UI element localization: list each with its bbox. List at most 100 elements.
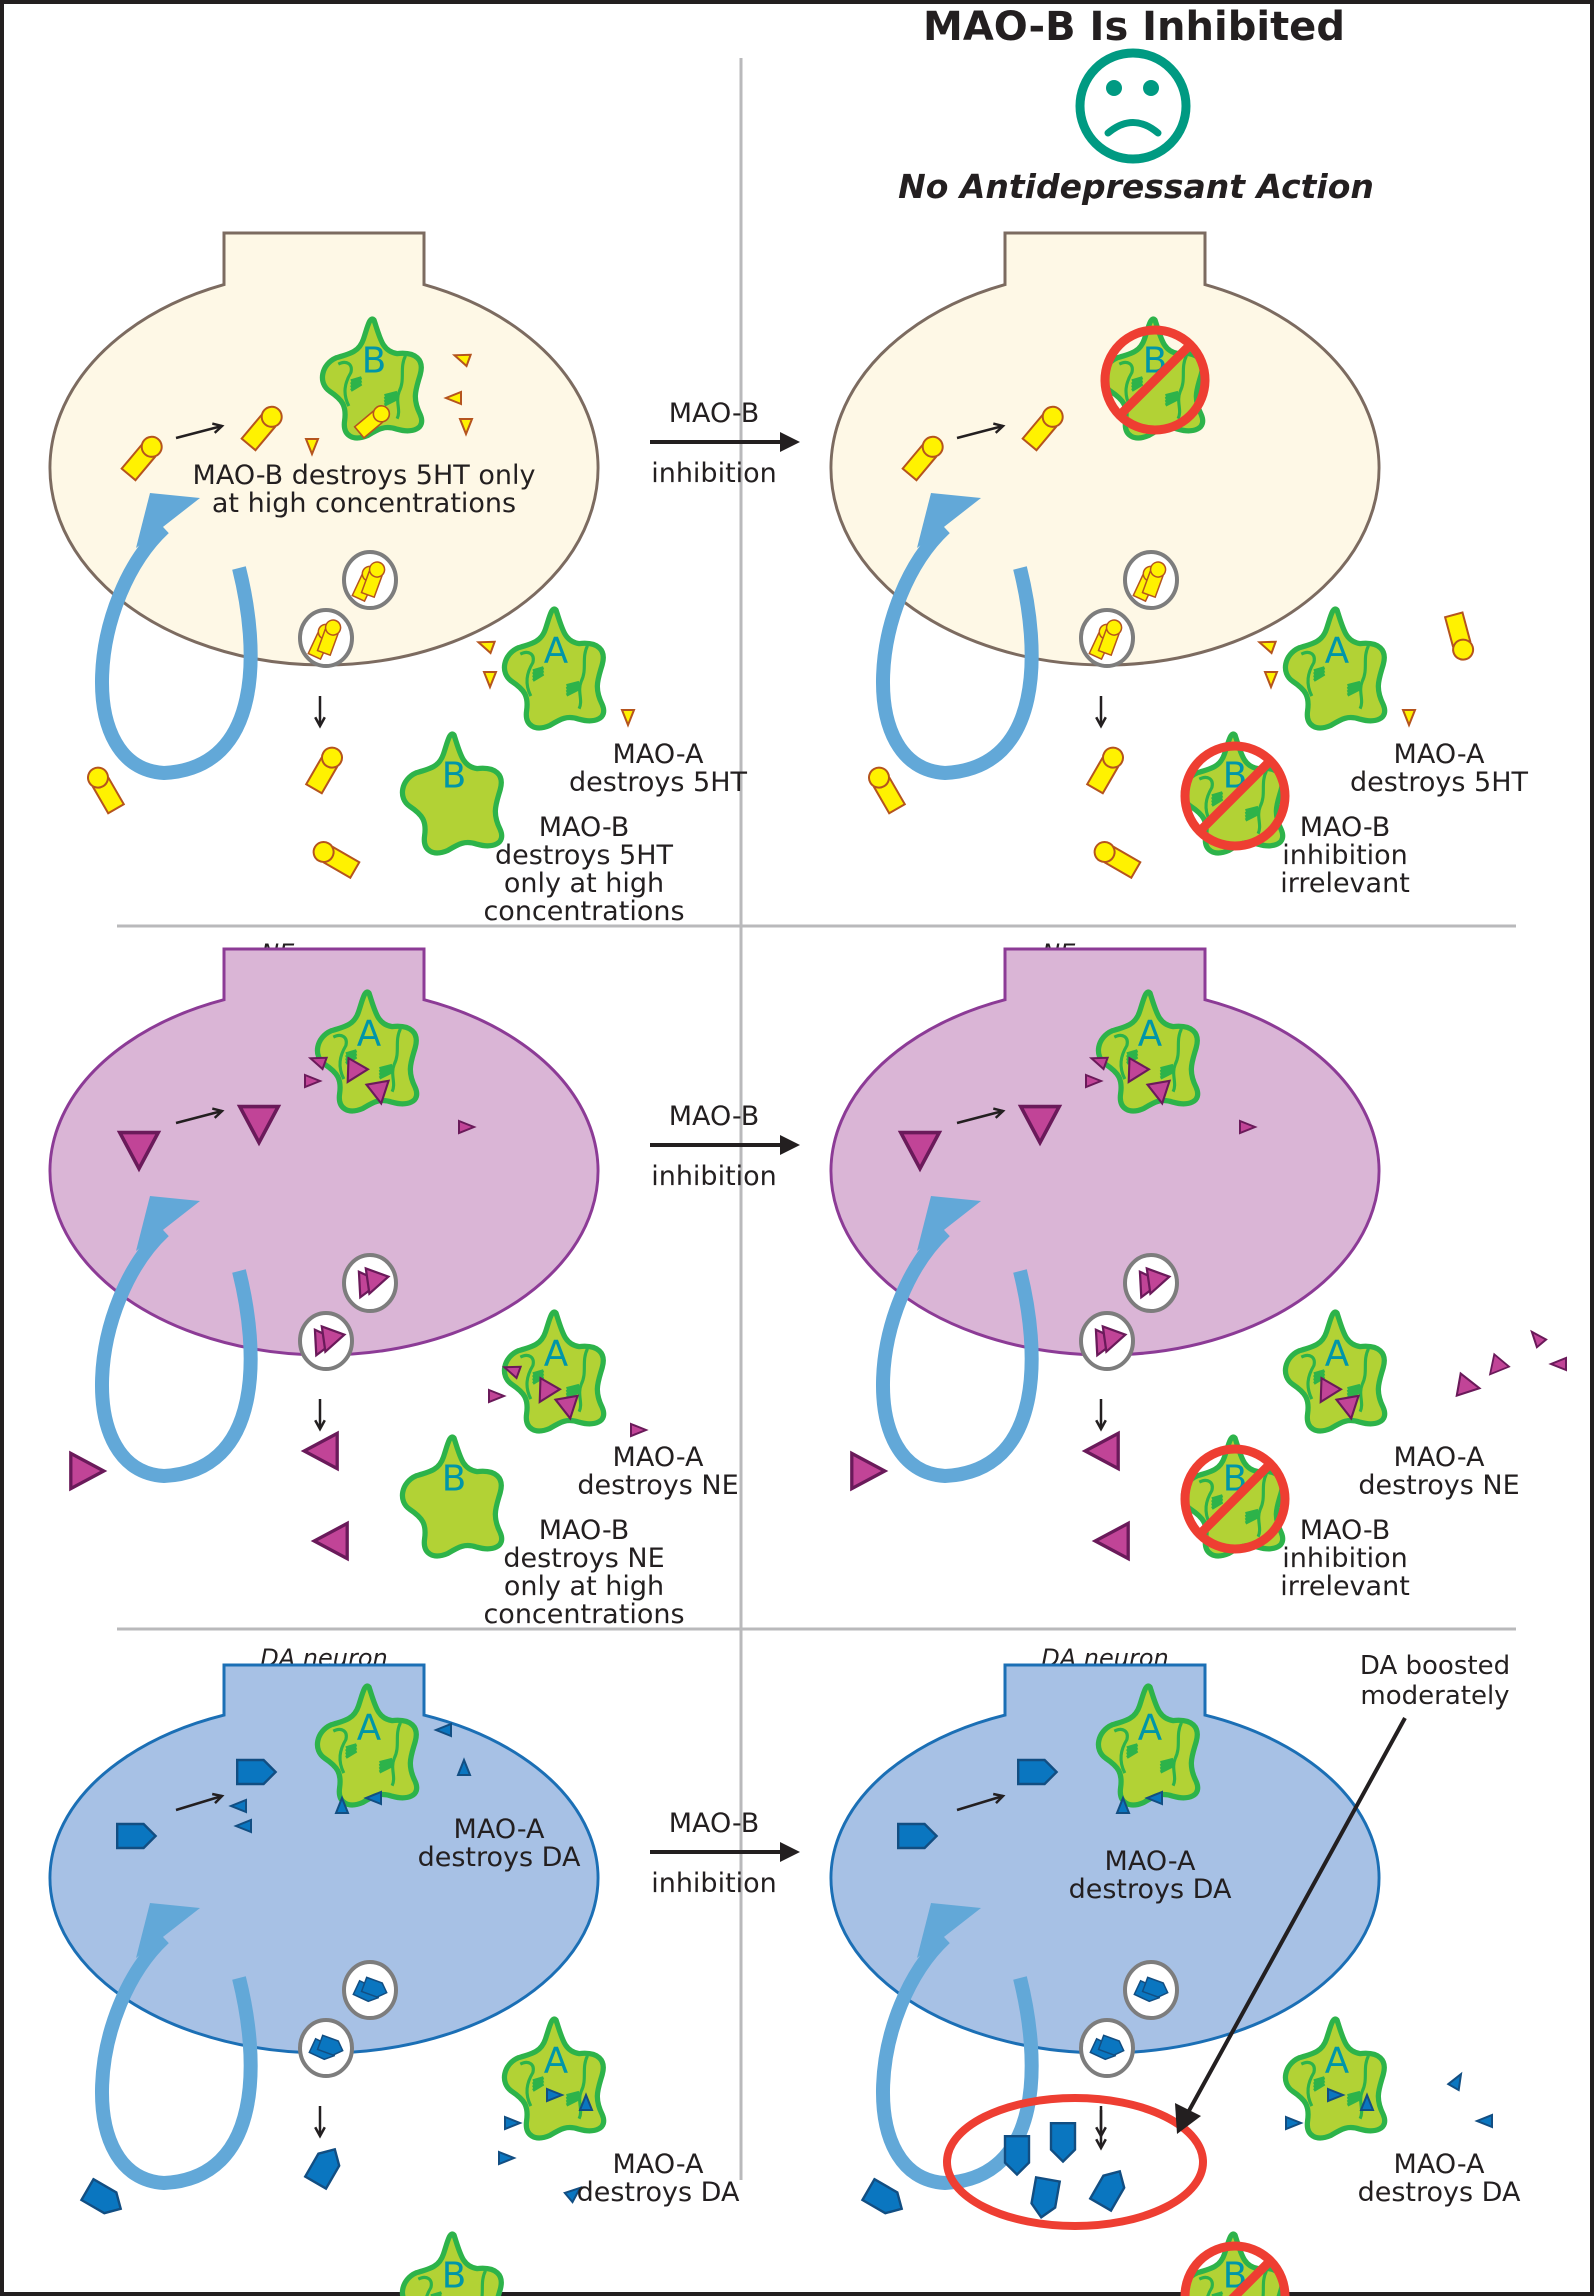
enzyme-letter: A	[1325, 1334, 1350, 1375]
transition-label-1: MAO-B	[669, 398, 760, 429]
ne-fragment	[630, 1422, 649, 1438]
ne-molecule	[300, 1430, 339, 1472]
da-molecule	[1088, 2169, 1126, 2213]
mao-a-enzyme: A	[1282, 606, 1388, 731]
da-molecule	[79, 2177, 123, 2215]
ne-fragment	[501, 1365, 523, 1380]
flow-arrow	[314, 1399, 326, 1432]
5ht-molecule	[868, 766, 907, 815]
ne-molecule	[310, 1520, 349, 1562]
enzyme-letter: A	[1138, 1708, 1163, 1749]
da-boost-group	[943, 2094, 1207, 2230]
ne-molecule	[897, 1130, 943, 1173]
da-fragment	[1144, 1790, 1163, 1806]
mao-a-enzyme: A	[501, 606, 607, 731]
reuptake-arrow-icon	[876, 1903, 1039, 2191]
da-fragment	[504, 2115, 523, 2131]
da-boost-highlight	[943, 2094, 1207, 2230]
page-title: MAO-B Is Inhibited	[923, 4, 1345, 50]
flow-arrow	[1095, 696, 1107, 729]
da-molecule	[360, 1976, 388, 1998]
ne-fragment	[1085, 1073, 1104, 1089]
vesicle	[342, 1960, 398, 2020]
da-fragment	[433, 1722, 452, 1738]
transition-label-2: inhibition	[651, 458, 777, 489]
5ht-molecule	[316, 619, 342, 657]
mao-b-label-line: MAO-B	[1300, 812, 1391, 843]
da-fragment	[578, 2092, 594, 2111]
mao-a-label-line: destroys 5HT	[569, 767, 748, 798]
mao-a-label-line: destroys NE	[1358, 1470, 1519, 1501]
transition-label-2: inhibition	[651, 1868, 777, 1899]
da-molecule	[860, 2177, 904, 2215]
5ht-fragment	[443, 390, 462, 406]
mao-a-enzyme: A	[1282, 2016, 1388, 2141]
ne-fragment	[307, 1056, 329, 1071]
ne-fragment	[304, 1073, 323, 1089]
enzyme-letter: B	[442, 1459, 466, 1500]
da-fragment	[334, 1795, 350, 1814]
ne-molecule	[1455, 1371, 1482, 1398]
inhibited-icon	[1180, 741, 1290, 851]
mao-a-enzyme: A	[314, 989, 420, 1114]
ne-molecule	[364, 1266, 391, 1296]
5ht-fragment	[1263, 671, 1279, 690]
reuptake-arrow-icon	[95, 493, 258, 781]
ne-molecule	[1017, 1104, 1063, 1147]
5ht-fragment	[451, 353, 473, 368]
mao-b-label-line: only at high	[504, 1571, 664, 1602]
flow-arrow	[175, 1107, 225, 1125]
5ht-fragment	[475, 640, 497, 655]
5ht-molecule	[1141, 561, 1167, 599]
mao-b-inside-label-line: MAO-B destroys 5HT only	[193, 460, 536, 491]
vesicle	[1123, 550, 1179, 610]
ne-molecule	[1127, 1056, 1151, 1084]
mao-b-label-line: MAO-B	[539, 812, 630, 843]
enzyme-letter: A	[1325, 631, 1350, 672]
da-fragment	[1115, 1795, 1131, 1814]
da-molecule	[1141, 1976, 1169, 1998]
ne-molecule	[236, 1104, 282, 1147]
callout-label-line: DA boosted	[1360, 1651, 1510, 1681]
5ht-molecule	[120, 435, 163, 482]
ne-molecule	[69, 1450, 108, 1492]
enzyme-letter: A	[357, 1708, 382, 1749]
mao-a-enzyme: A	[314, 1683, 420, 1808]
mao-a-enzyme: A	[501, 2016, 607, 2141]
enzyme-letter: B	[442, 2256, 466, 2296]
transition-label-1: MAO-B	[669, 1808, 760, 1839]
mao-a-label-line: MAO-A	[1394, 739, 1485, 770]
ne-fragment	[458, 1119, 477, 1135]
ne-molecule	[1101, 1324, 1128, 1354]
mao-b-label-line: irrelevant	[1280, 868, 1410, 899]
ne-molecule	[1145, 1079, 1172, 1106]
mao-b-label-line: concentrations	[483, 1599, 684, 1630]
reuptake-arrow-icon	[95, 1196, 258, 1484]
da-molecule	[115, 1822, 158, 1850]
da-fragment	[546, 2087, 565, 2103]
page-subtitle: No Antidepressant Action	[898, 167, 1374, 206]
mao-a-label-line: destroys DA	[577, 2177, 740, 2208]
5ht-molecule	[1021, 405, 1064, 452]
5ht-molecule	[1093, 841, 1142, 880]
enzyme-letter: A	[544, 1334, 569, 1375]
da-fragment	[233, 1818, 252, 1834]
ne-molecule	[1081, 1430, 1120, 1472]
vesicle	[342, 1253, 398, 1313]
da-molecule	[235, 1758, 278, 1786]
5ht-fragment	[482, 671, 498, 690]
enzyme-letter: A	[544, 2041, 569, 2082]
da-molecule	[1097, 2034, 1125, 2056]
mao-b-label-line: inhibition	[1282, 840, 1408, 871]
flow-arrow	[175, 422, 225, 440]
5ht-molecule	[304, 746, 343, 795]
flow-arrow	[314, 2106, 326, 2139]
mao-b-enzyme: B	[399, 2231, 504, 2296]
ne-fragment	[1088, 1056, 1110, 1071]
ne-molecule	[553, 1394, 580, 1421]
mao-a-enzyme: A	[1095, 989, 1201, 1114]
mao-a-inside-label-line: destroys DA	[418, 1842, 581, 1873]
callout-arrow	[1175, 1717, 1407, 2134]
